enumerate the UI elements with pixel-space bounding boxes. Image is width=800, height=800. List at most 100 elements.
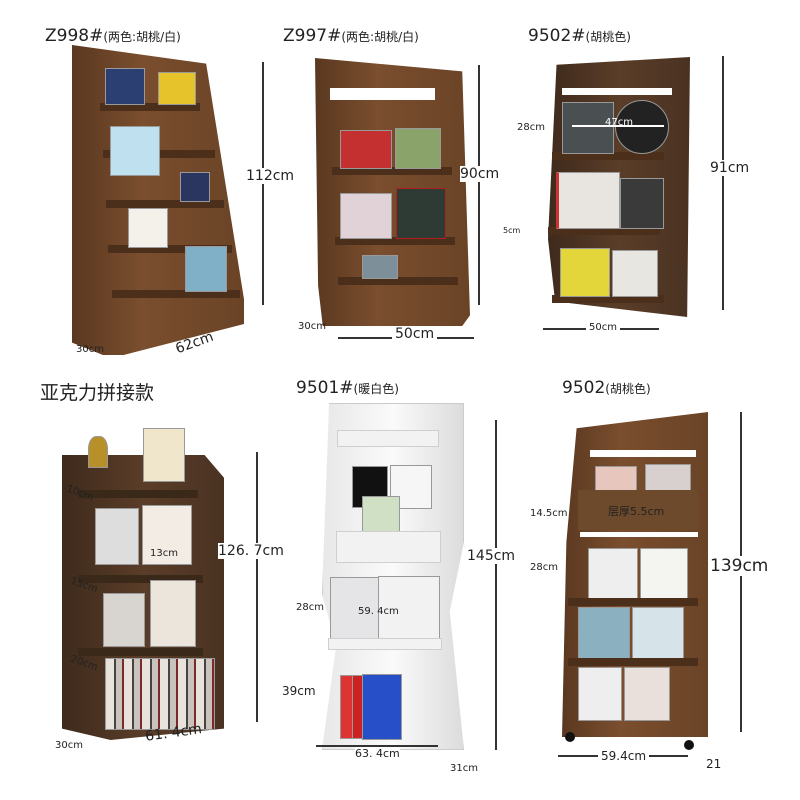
shelf (548, 227, 660, 235)
shelf-height-label: 28cm (530, 562, 558, 573)
model: 9501# (296, 378, 354, 398)
shelf (338, 277, 458, 285)
height-label: 145cm (467, 548, 516, 564)
width-label: 63. 4cm (355, 747, 400, 760)
rack-gap (580, 532, 698, 537)
color-note: (胡桃色) (605, 382, 651, 396)
magazine (560, 248, 610, 297)
depth-label: 31cm (450, 763, 478, 774)
magazine (396, 188, 446, 239)
shelf (100, 103, 200, 111)
product-title-9502-tall: 9502(胡桃色) (562, 378, 651, 398)
magazine (395, 128, 441, 169)
top-height-label: 14.5cm (530, 508, 568, 519)
binder (362, 674, 402, 740)
shelf-height-label: 28cm (296, 602, 324, 613)
height-label: 126. 7cm (218, 543, 284, 559)
magazine (562, 102, 614, 154)
magazine (588, 548, 638, 600)
depth-label: 30cm (76, 344, 104, 355)
product-title-z997: Z997#(两色:胡桃/白) (283, 26, 419, 46)
rack-gap (330, 88, 435, 100)
shelf (568, 598, 698, 606)
magazine (620, 178, 664, 229)
magazine (180, 172, 210, 202)
magazine (640, 548, 688, 600)
shelf (78, 490, 198, 498)
lip-height-label: 5cm (503, 226, 521, 235)
magazine (185, 246, 227, 292)
gap-label: 13cm (150, 548, 178, 559)
shelf (552, 295, 664, 303)
height-dimension-line (256, 452, 258, 722)
board-thickness-label: 层厚5.5cm (608, 505, 665, 518)
magazine (624, 667, 670, 721)
rack-gap (562, 88, 672, 95)
height-dimension-line (478, 65, 480, 305)
height-dimension-line (495, 420, 497, 750)
caster-wheel (565, 732, 575, 742)
product-title-9502-small: 9502#(胡桃色) (528, 26, 631, 46)
depth-label: 30cm (298, 321, 326, 332)
magazine (612, 250, 658, 297)
magazine (340, 193, 392, 239)
magazine (362, 255, 398, 279)
product-title-z998: Z998#(两色:胡桃/白) (45, 26, 181, 46)
product-title-9501: 9501#(暖白色) (296, 378, 399, 398)
width-dimension-line (316, 745, 438, 747)
shelf (106, 200, 224, 208)
height-label: 91cm (710, 160, 750, 176)
shelf (328, 638, 442, 650)
shelf (568, 658, 698, 666)
books-row (105, 658, 215, 730)
magazine (128, 208, 168, 248)
magazine (556, 172, 620, 229)
rack-gap (590, 450, 696, 457)
magazine (362, 496, 400, 534)
book (142, 505, 192, 565)
depth-label: 30cm (55, 740, 83, 751)
magazine (632, 607, 684, 659)
shelf (335, 237, 455, 245)
magazine (340, 130, 392, 169)
shelf (336, 531, 441, 563)
height-label: 112cm (246, 168, 295, 184)
book (103, 593, 145, 647)
inner-width-label: 47cm (605, 117, 633, 128)
depth-label: 21 (706, 757, 722, 771)
inner-dimension-line (572, 125, 664, 127)
shelf (112, 290, 240, 298)
height-dimension-line (722, 56, 724, 310)
width-label: 59.4cm (598, 749, 650, 763)
width-label: 50cm (392, 326, 438, 342)
trophy (88, 436, 108, 468)
magazine (158, 72, 196, 105)
height-label: 139cm (710, 556, 769, 576)
magazine (390, 465, 432, 509)
bottom-height-label: 39cm (282, 684, 316, 698)
shelf (332, 167, 452, 175)
model: Z997# (283, 26, 342, 46)
shelf-height-label: 28cm (517, 122, 545, 133)
shelf (78, 575, 203, 583)
width-label: 50cm (586, 322, 620, 333)
caster-wheel (684, 740, 694, 750)
magazine (110, 126, 160, 176)
shelf (78, 648, 203, 656)
top-panel (337, 430, 439, 447)
height-label: 90cm (460, 166, 500, 182)
magazine (105, 68, 145, 105)
color-note: (暖白色) (353, 382, 399, 396)
product-title-acrylic: 亚克力拼接款 (40, 382, 155, 404)
shelf (108, 245, 232, 253)
book (150, 580, 196, 647)
color-note: (两色:胡桃/白) (103, 30, 181, 44)
shelf (552, 152, 664, 160)
vinyl-record (615, 100, 669, 154)
magazine (578, 667, 622, 721)
magazine (578, 607, 630, 659)
color-note: (两色:胡桃/白) (341, 30, 419, 44)
inner-width-label: 59. 4cm (358, 606, 399, 617)
model: 9502# (528, 26, 586, 46)
